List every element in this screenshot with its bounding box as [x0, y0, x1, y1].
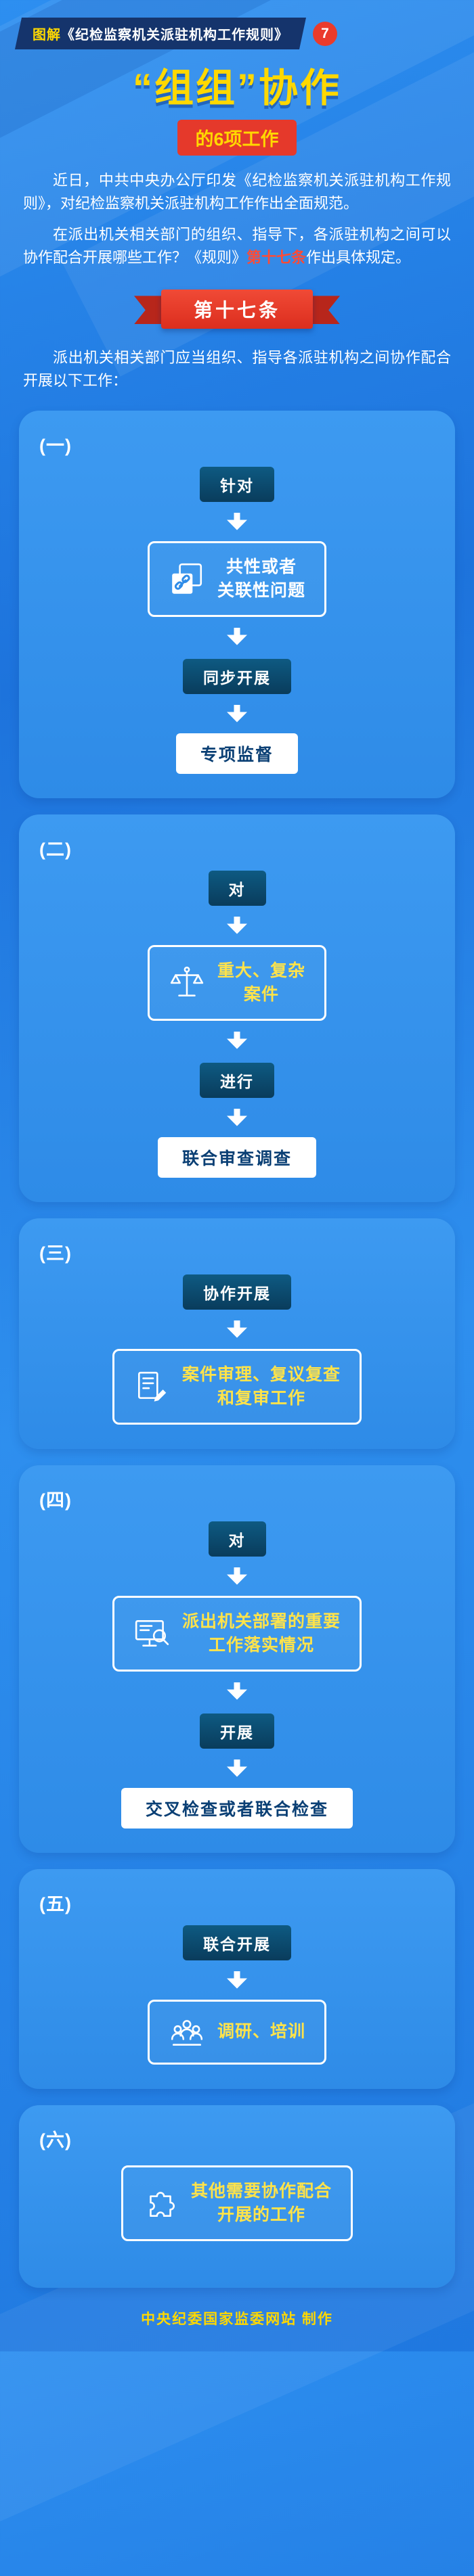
step-chip: 进行	[200, 1062, 274, 1098]
monitor-search-icon	[133, 1615, 170, 1652]
step-chip: 同步开展	[183, 658, 291, 694]
arrow-down-icon	[227, 1759, 247, 1777]
episode-number-badge: 7	[313, 21, 337, 46]
card-index: (六)	[39, 2130, 72, 2150]
card-index: (一)	[39, 435, 72, 456]
topic-text: 其他需要协作配合开展的工作	[190, 2181, 332, 2224]
topic-box: 共性或者关联性问题	[147, 540, 326, 617]
arrow-down-icon	[227, 1320, 247, 1338]
card-3: (三) 协作开展 案件审理、复议复查和复审工作	[19, 1218, 455, 1449]
topic-text: 派出机关部署的重要工作落实情况	[181, 1611, 341, 1655]
card-6: (六) 其他需要协作配合开展的工作	[19, 2104, 455, 2288]
intro-p2-highlight: 第十七条	[246, 249, 307, 267]
lead-paragraph: 派出机关相关部门应当组织、指导各派驻机构之间协作配合开展以下工作：	[23, 349, 451, 390]
arrow-down-icon	[227, 627, 247, 645]
header: 图解《纪检监察机关派驻机构工作规则》 7	[15, 18, 474, 49]
intro-p2-text-after: 作出具体规定。	[306, 249, 411, 267]
arrow-down-icon	[227, 704, 247, 722]
scale-case-icon	[169, 965, 205, 1001]
section-ribbon: 第十七条	[0, 290, 474, 329]
card-index: (五)	[39, 1893, 72, 1914]
card-1: (一) 针对	[19, 410, 455, 798]
card-5: (五) 联合开展	[19, 1868, 455, 2089]
topic-box: 派出机关部署的重要工作落实情况	[112, 1595, 362, 1672]
page-subtitle: 的6项工作	[177, 120, 297, 156]
step-chip: 联合开展	[183, 1925, 291, 1960]
subtitle-wrap: 的6项工作	[0, 120, 474, 156]
step-chip: 对	[208, 1521, 266, 1557]
document-pen-icon	[133, 1368, 170, 1405]
topic-box: 其他需要协作配合开展的工作	[121, 2165, 353, 2241]
series-badge-title: 《纪检监察机关派驻机构工作规则》	[61, 28, 288, 43]
arrow-down-icon	[227, 1108, 247, 1126]
topic-box: 重大、复杂案件	[147, 944, 326, 1021]
puzzle-icon	[142, 2185, 179, 2222]
series-badge: 图解《纪检监察机关派驻机构工作规则》	[15, 18, 306, 49]
intro-p2-text: 在派出机关相关部门的组织、指导下，各派驻机构之间可以协作配合开展哪些工作？《规则…	[23, 226, 451, 267]
series-badge-prefix: 图解	[33, 28, 61, 43]
intro-paragraph-2: 在派出机关相关部门的组织、指导下，各派驻机构之间可以协作配合开展哪些工作？《规则…	[23, 223, 451, 269]
topic-box: 调研、培训	[147, 1999, 326, 2065]
result-box: 专项监督	[175, 733, 298, 774]
link-icon	[169, 561, 205, 597]
page-title: “组组”协作	[132, 66, 341, 110]
meeting-icon	[169, 2014, 205, 2050]
arrow-down-icon	[227, 1031, 247, 1049]
topic-text: 共性或者关联性问题	[217, 557, 305, 600]
result-box: 交叉检查或者联合检查	[121, 1787, 353, 1828]
card-4: (四) 对 派出机关部署的重要工作落实情况	[19, 1465, 455, 1853]
topic-text: 重大、复杂案件	[217, 961, 305, 1004]
intro-paragraph-1: 近日，中共中央办公厅印发《纪检监察机关派驻机构工作规则》，对纪检监察机关派驻机构…	[23, 172, 451, 212]
footer-credit: 中央纪委国家监委网站 制作	[141, 2311, 333, 2327]
topic-box: 案件审理、复议复查和复审工作	[112, 1348, 362, 1425]
step-chip: 开展	[200, 1713, 274, 1749]
arrow-down-icon	[227, 1971, 247, 1989]
result-box: 联合审查调查	[157, 1136, 316, 1178]
topic-text: 调研、培训	[217, 2022, 305, 2042]
topic-text: 案件审理、复议复查和复审工作	[181, 1364, 341, 1408]
card-2: (二) 对	[19, 814, 455, 1202]
arrow-down-icon	[227, 512, 247, 530]
cards-list: (一) 针对	[0, 410, 474, 2288]
card-index: (二)	[39, 839, 72, 860]
step-chip: 协作开展	[183, 1274, 291, 1310]
arrow-down-icon	[227, 1682, 247, 1700]
ribbon-label: 第十七条	[160, 290, 313, 329]
step-chip: 对	[208, 870, 266, 906]
poster: 图解《纪检监察机关派驻机构工作规则》 7 “组组”协作 的6项工作 近日，中共中…	[0, 0, 474, 2327]
card-index: (三)	[39, 1243, 72, 1264]
card-index: (四)	[39, 1490, 72, 1511]
step-chip: 针对	[200, 466, 274, 502]
arrow-down-icon	[227, 1567, 247, 1585]
arrow-down-icon	[227, 916, 247, 934]
